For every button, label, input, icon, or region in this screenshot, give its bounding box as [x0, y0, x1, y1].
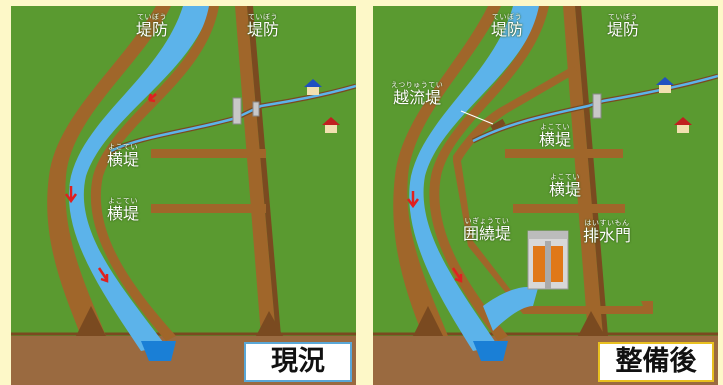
river-outlet	[473, 341, 508, 361]
panel-before: ていぼう 堤防 ていぼう 堤防 よこてい 横堤 よこてい 横堤 現況	[11, 6, 356, 385]
flow-arrow-2	[451, 267, 463, 283]
label-crossdike-2: よこてい 横堤	[107, 197, 140, 223]
stamp-after: 整備後	[598, 342, 714, 382]
river	[409, 6, 541, 351]
tributary-water	[472, 74, 718, 143]
flow-arrow-3	[97, 267, 109, 283]
levee-inner	[90, 6, 219, 341]
label-crossdike-2: よこてい 横堤	[549, 173, 582, 199]
house-2-icon	[322, 117, 340, 133]
label-levee-left: ていぼう 堤防	[136, 13, 169, 39]
levee-right	[563, 6, 603, 336]
levee-base-left	[413, 306, 443, 336]
levee-base-left	[76, 306, 106, 336]
flow-arrow-2	[64, 186, 78, 204]
house-1-icon	[304, 79, 322, 95]
label-levee-right: ていぼう 堤防	[247, 13, 280, 39]
house-2-icon	[674, 117, 692, 133]
before-diagram	[11, 6, 356, 385]
sluice-gate-2	[252, 101, 260, 117]
cross-dike-2	[151, 204, 266, 213]
stamp-before: 現況	[244, 342, 352, 382]
label-ring-dike: いぎょうてい 囲繞堤	[463, 217, 512, 243]
label-levee-right: ていぼう 堤防	[607, 13, 640, 39]
house-1-icon	[656, 77, 674, 93]
label-drain-gate: はいすいもん 排水門	[583, 219, 632, 245]
levee-right	[235, 6, 276, 336]
river	[68, 6, 212, 351]
label-overflow-dike: えつりゅうてい 越流堤	[391, 81, 444, 107]
flow-arrow-1	[147, 93, 157, 103]
drain-channel	[483, 286, 538, 331]
levee-left	[393, 6, 501, 336]
cross-dike-1	[505, 149, 623, 158]
sluice-gate	[592, 93, 602, 119]
levee-base-right	[578, 311, 605, 336]
levee-right-shade	[247, 6, 281, 336]
river-outlet	[141, 341, 176, 361]
after-diagram	[373, 6, 718, 385]
drain-gate-icon	[527, 230, 569, 290]
label-crossdike-1: よこてい 横堤	[539, 123, 572, 149]
sluice-gate	[232, 97, 242, 125]
panel-after: ていぼう 堤防 ていぼう 堤防 えつりゅうてい 越流堤 よこてい 横堤 よこてい…	[373, 6, 718, 385]
levee-right-shade	[575, 6, 608, 336]
label-levee-left: ていぼう 堤防	[491, 13, 524, 39]
overflow-dike-notch	[490, 118, 506, 132]
flow-arrow-1	[406, 191, 420, 209]
overflow-pointer	[460, 110, 494, 125]
levee-left	[47, 6, 171, 336]
levee-base-right	[256, 311, 283, 336]
label-crossdike-1: よこてい 横堤	[107, 143, 140, 169]
cross-dike-1	[151, 149, 266, 158]
cross-dike-2	[513, 204, 625, 213]
